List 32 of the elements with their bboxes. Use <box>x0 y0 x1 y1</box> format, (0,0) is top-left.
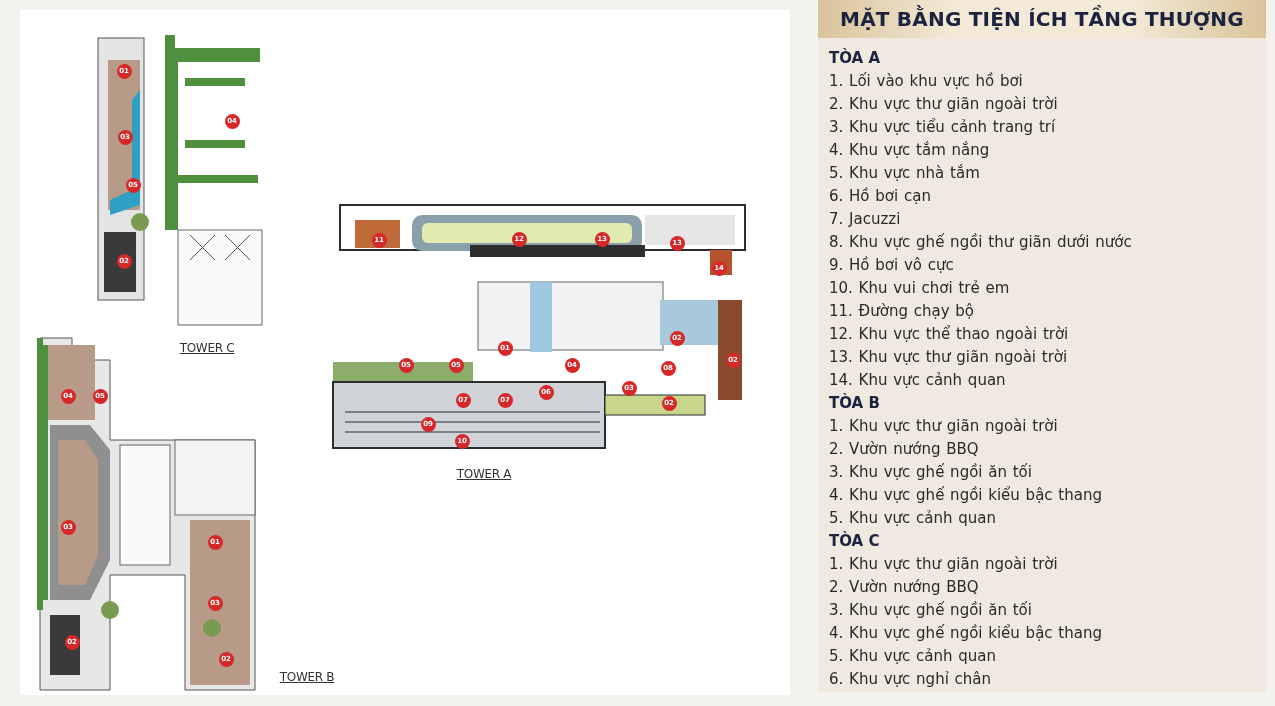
list-item: 5. Khu vực cảnh quan <box>829 646 998 667</box>
list-item: 6. Hồ bơi cạn <box>829 186 932 207</box>
list-item: 1. Khu vực thư giãn ngoài trời <box>829 416 1059 437</box>
list-item: 3. Khu vực ghế ngồi ăn tối <box>829 600 1033 621</box>
list-item: 1. Khu vực thư giãn ngoài trời <box>829 554 1059 575</box>
title: MẶT BẰNG TIỆN ÍCH TẦNG THƯỢNG <box>818 0 1266 38</box>
list-item: 3. Khu vực tiểu cảnh trang trí <box>829 117 1057 138</box>
list-item: 8. Khu vực ghế ngồi thư giãn dưới nước <box>829 232 1133 253</box>
list-item: 11. Đường chạy bộ <box>829 301 976 322</box>
list-item: 14. Khu vực cảnh quan <box>829 370 1007 391</box>
plan-title: TOWER B <box>279 670 335 684</box>
list-item: 13. Khu vực thư giãn ngoài trời <box>829 347 1069 368</box>
list-item: 9. Hồ bơi vô cực <box>829 255 955 276</box>
plan-title: TOWER A <box>456 467 512 481</box>
list-item: 12. Khu vực thể thao ngoài trời <box>829 324 1070 345</box>
list-item: 6. Khu vực nghỉ chân <box>829 669 993 690</box>
list-item: 5. Khu vực nhà tắm <box>829 163 981 184</box>
list-item: 4. Khu vực tắm nắng <box>829 140 991 161</box>
list-item: 4. Khu vực ghế ngồi kiểu bậc thang <box>829 623 1103 644</box>
section-heading: TÒA B <box>829 392 881 414</box>
list-item: 4. Khu vực ghế ngồi kiểu bậc thang <box>829 485 1103 506</box>
section-heading: TÒA A <box>829 47 882 69</box>
list-item: 10. Khu vui chơi trẻ em <box>829 278 1011 299</box>
list-item: 3. Khu vực ghế ngồi ăn tối <box>829 462 1033 483</box>
list-item: 2. Vườn nướng BBQ <box>829 577 980 598</box>
section-heading: TÒA C <box>829 530 881 552</box>
list-item: 7. Jacuzzi <box>829 209 902 230</box>
list-item: 1. Lối vào khu vực hồ bơi <box>829 71 1024 92</box>
list-item: 2. Vườn nướng BBQ <box>829 439 980 460</box>
plan-title: TOWER C <box>179 341 235 355</box>
list-item: 5. Khu vực cảnh quan <box>829 508 998 529</box>
list-item: 2. Khu vực thư giãn ngoài trời <box>829 94 1059 115</box>
